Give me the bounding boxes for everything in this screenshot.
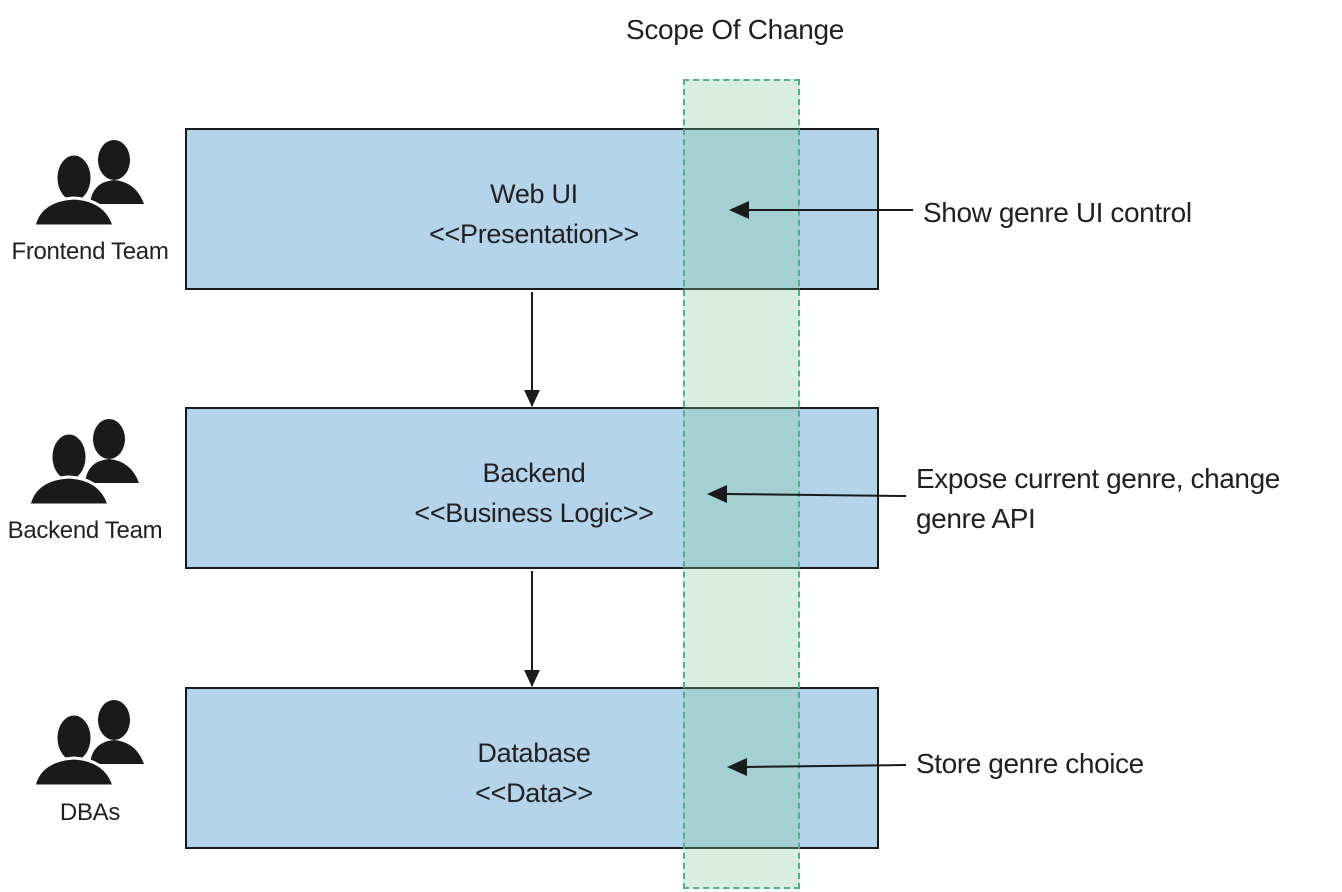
note-arrow-database <box>743 764 907 768</box>
note-database: Store genre choice <box>916 744 1144 784</box>
backend-team: Backend Team <box>0 417 175 544</box>
backend-layer-box[interactable]: Backend <<Business Logic>> <box>185 407 879 569</box>
dbas-team: DBAs <box>0 698 180 826</box>
team-label: Backend Team <box>7 517 163 544</box>
note-line: genre API <box>916 503 1036 534</box>
scope-of-change-title: Scope Of Change <box>625 14 845 45</box>
team-label: Frontend Team <box>11 238 169 265</box>
note-arrow-backend <box>723 493 907 497</box>
layer-name: Backend <box>482 458 586 488</box>
arrowhead <box>727 758 747 776</box>
people-icon <box>32 700 144 788</box>
arrowhead <box>524 390 540 407</box>
layer-stereotype: <<Data>> <box>475 778 593 808</box>
arrowhead <box>707 485 727 503</box>
team-label: DBAs <box>59 799 121 826</box>
layer-stereotype: <<Presentation>> <box>429 219 639 249</box>
people-icon <box>32 140 144 228</box>
frontend-team: Frontend Team <box>0 138 180 265</box>
people-icon <box>27 419 139 507</box>
note-backend: Expose current genre, change genre API <box>916 459 1280 539</box>
note-line: Store genre choice <box>916 748 1144 779</box>
note-web-ui: Show genre UI control <box>923 193 1192 233</box>
layer-name: Database <box>477 738 591 768</box>
layer-stereotype: <<Business Logic>> <box>414 498 654 528</box>
arrowhead <box>524 670 540 687</box>
note-line: Show genre UI control <box>923 197 1192 228</box>
database-layer-box[interactable]: Database <<Data>> <box>185 687 879 849</box>
arrowhead <box>729 201 749 219</box>
layer-name: Web UI <box>490 179 578 209</box>
note-line: Expose current genre, change <box>916 463 1280 494</box>
